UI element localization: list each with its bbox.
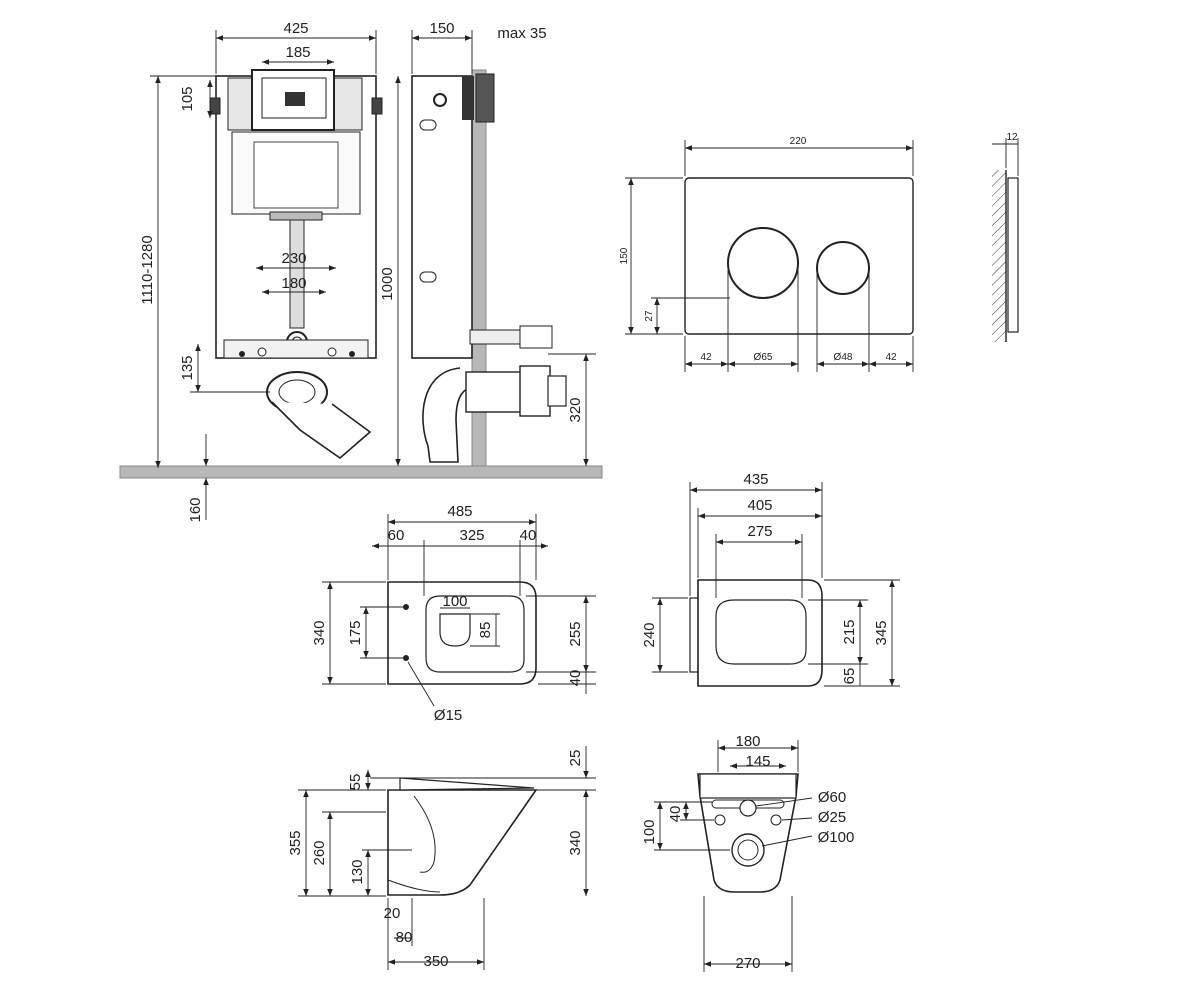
installation-frame-side — [411, 69, 567, 467]
dim-total-height: 1110-1280 — [139, 235, 156, 305]
dim-h340: 340 — [567, 830, 584, 855]
bowl-top-view — [387, 581, 537, 685]
bowl-side-view — [387, 777, 538, 896]
dim-outlet: 130 — [349, 859, 366, 884]
dim-opening-width: 100 — [442, 593, 467, 610]
dim-plate-width: 220 — [790, 136, 807, 147]
dim-top-height: 105 — [179, 86, 196, 111]
dim-seat-opening: 215 — [841, 619, 858, 644]
dim-rear-h40: 40 — [667, 806, 684, 823]
bowl-rear-view — [697, 773, 799, 893]
dim-bowl-a: 60 — [388, 527, 405, 544]
dim-bowl-side-length: 350 — [423, 953, 448, 970]
dim-top-gap: 25 — [567, 750, 584, 767]
dim-seat-w1: 435 — [743, 471, 768, 488]
dim-seat-overall: 345 — [873, 620, 890, 645]
dim-side-total: 355 — [287, 830, 304, 855]
dim-big-button: Ø65 — [754, 352, 773, 363]
dim-plate-right: 42 — [885, 352, 897, 363]
dim-seat-front: 240 — [641, 622, 658, 647]
dim-rear-w145: 145 — [745, 753, 770, 770]
dim-plate-height: 150 — [619, 247, 630, 264]
dim-rear-d60: Ø60 — [818, 789, 846, 806]
seat-top-view — [689, 579, 823, 687]
dim-plate-left: 42 — [700, 352, 712, 363]
dim-hole-spacing: 175 — [347, 620, 364, 645]
dim-mount: 260 — [311, 840, 328, 865]
flush-plate-front — [684, 177, 914, 335]
dim-plate-thickness: 12 — [1006, 132, 1018, 143]
dim-side-depth: 150 — [429, 20, 454, 37]
dim-drain-height: 135 — [179, 355, 196, 380]
dim-floor-depth: 160 — [187, 497, 204, 522]
dim-bowl-c: 40 — [520, 527, 537, 544]
dim-rear-h100: 100 — [641, 819, 658, 844]
dim-button-offset: 27 — [644, 310, 655, 322]
dim-pipe-spacing-inner: 180 — [281, 275, 306, 292]
dim-base-width: 80 — [396, 929, 413, 946]
dim-outlet-height: 320 — [567, 397, 584, 422]
dim-seat-w2: 405 — [747, 497, 772, 514]
floor-slab — [119, 465, 603, 479]
flush-plate-side — [992, 170, 1019, 342]
dim-rim: 55 — [347, 774, 364, 791]
dim-bowl-rear: 40 — [567, 670, 584, 687]
dim-bowl-width: 340 — [311, 620, 328, 645]
dim-bracket-width: 185 — [285, 44, 310, 61]
dim-rear-d25: Ø25 — [818, 809, 846, 826]
installation-frame-front — [209, 69, 383, 460]
dim-pipe-spacing-outer: 230 — [281, 250, 306, 267]
dim-small-button: Ø48 — [834, 352, 853, 363]
dim-rear-w270: 270 — [735, 955, 760, 972]
flush-button-small — [816, 241, 870, 295]
dim-bowl-b: 325 — [459, 527, 484, 544]
dim-seat-w3: 275 — [747, 523, 772, 540]
dim-frame-width: 425 — [283, 20, 308, 37]
dim-rear-d100: Ø100 — [818, 829, 855, 846]
dim-rear-w180: 180 — [735, 733, 760, 750]
flush-button-large — [727, 227, 799, 299]
dim-wall-max: max 35 — [497, 25, 546, 42]
dim-seat-rear: 65 — [841, 668, 858, 685]
dim-hole-dia: Ø15 — [434, 707, 462, 724]
dim-opening-height: 85 — [477, 622, 494, 639]
dim-inner-depth: 255 — [567, 621, 584, 646]
dim-side-height: 1000 — [379, 267, 396, 300]
dim-bowl-length: 485 — [447, 503, 472, 520]
dim-base-gap: 20 — [384, 905, 401, 922]
